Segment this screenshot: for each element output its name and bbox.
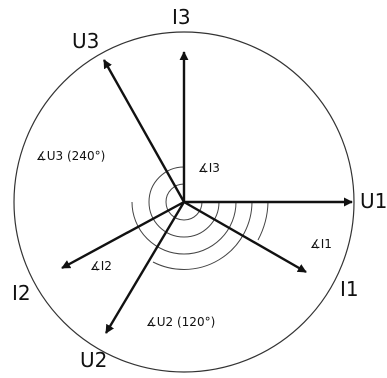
outer-circle	[13, 31, 355, 373]
label-u1: U1	[360, 189, 387, 213]
angle-arcs	[131, 166, 269, 270]
phasor-i2-arrow	[61, 200, 185, 270]
label-i1: I1	[340, 277, 359, 301]
phasors	[61, 51, 353, 334]
label-i3: I3	[172, 5, 191, 29]
angle-arc-i1	[257, 201, 269, 241]
angle-arc-i2	[131, 201, 237, 255]
phasor-u2-arrow	[104, 201, 186, 334]
angle-label-i2: ∡I2	[90, 259, 112, 273]
phasor-u3-arrow	[102, 59, 186, 203]
angle-arc-u3	[148, 166, 220, 238]
angle-label-u3: ∡U3 (240°)	[36, 149, 105, 163]
angle-label-i1: ∡I1	[310, 237, 332, 251]
phasor-i1-arrow	[183, 200, 307, 274]
angle-label-i3: ∡I3	[198, 161, 220, 175]
label-u2: U2	[80, 348, 107, 372]
angle-label-u2: ∡U2 (120°)	[146, 315, 215, 329]
angle-arc-i3	[165, 183, 203, 221]
angle-arc-u2	[152, 201, 253, 270]
label-u3: U3	[72, 29, 99, 53]
label-i2: I2	[12, 281, 31, 305]
